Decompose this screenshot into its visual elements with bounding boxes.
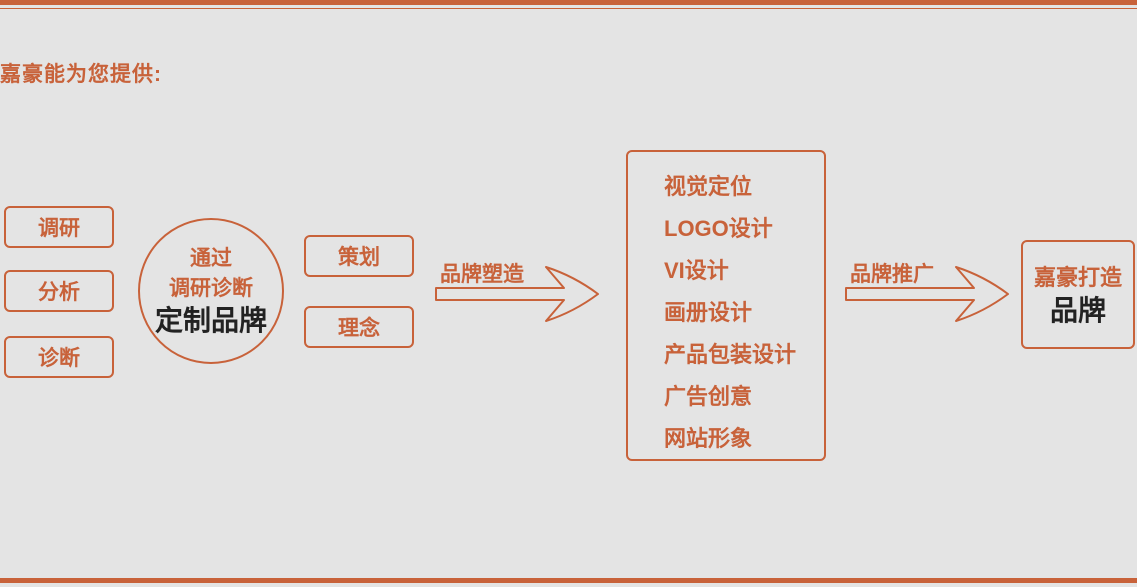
bottom-border xyxy=(0,578,1137,583)
service-brochure-design: 画册设计 xyxy=(664,300,753,325)
concept-box: 理念 xyxy=(304,306,414,348)
result-line-2: 品牌 xyxy=(1049,294,1106,326)
service-packaging-design: 产品包装设计 xyxy=(664,342,797,367)
result-line-1: 嘉豪打造 xyxy=(1033,264,1122,290)
custom-brand-circle: 通过 调研诊断 定制品牌 xyxy=(138,218,284,364)
circle-line-1: 通过 xyxy=(190,247,232,270)
research-box: 调研 xyxy=(4,206,114,248)
service-logo-design: LOGO设计 xyxy=(664,216,773,241)
circle-line-3: 定制品牌 xyxy=(154,305,267,336)
arrow-1-label: 品牌塑造 xyxy=(440,263,524,286)
arrow-1-icon xyxy=(435,266,599,322)
service-ad-creative: 广告创意 xyxy=(664,384,753,409)
arrow-2-label: 品牌推广 xyxy=(850,263,934,286)
planning-box: 策划 xyxy=(304,235,414,277)
top-border-thin xyxy=(0,8,1137,9)
result-box: 嘉豪打造 品牌 xyxy=(1021,240,1135,349)
services-box: 视觉定位 LOGO设计 VI设计 画册设计 产品包装设计 广告创意 网站形象 xyxy=(626,150,826,461)
page-heading: 嘉豪能为您提供: xyxy=(0,63,162,86)
service-website-image: 网站形象 xyxy=(664,426,753,451)
top-border-thick xyxy=(0,0,1137,5)
diagnosis-box: 诊断 xyxy=(4,336,114,378)
arrow-2-icon xyxy=(845,266,1009,322)
service-visual-positioning: 视觉定位 xyxy=(664,174,753,199)
analysis-box: 分析 xyxy=(4,270,114,312)
service-vi-design: VI设计 xyxy=(664,258,729,283)
circle-line-2: 调研诊断 xyxy=(169,277,253,300)
